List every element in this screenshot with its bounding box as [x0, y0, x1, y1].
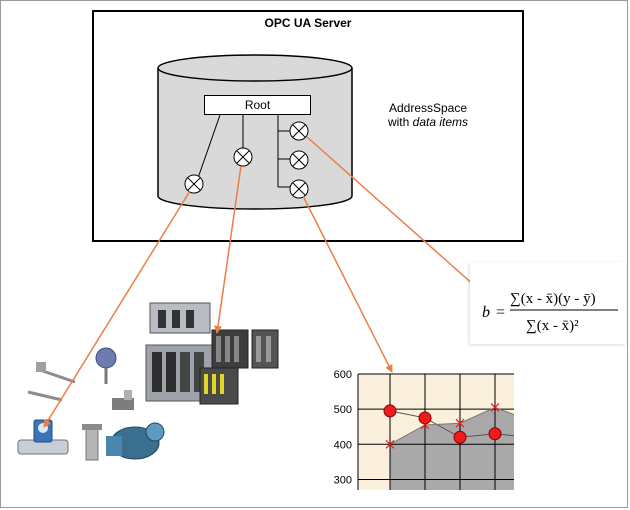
- chart-point-x-marker: [385, 439, 395, 449]
- data-items-text: data items: [412, 115, 469, 129]
- chart-point-circle: [488, 427, 502, 441]
- data-item-node[interactable]: [289, 121, 309, 141]
- tree-lines: [197, 114, 292, 188]
- formula-equals: =: [496, 304, 505, 321]
- chart-point-x-marker: [490, 402, 500, 412]
- chart-y-tick-label: 600: [334, 369, 352, 381]
- line-chart: 600 500 400 300: [328, 362, 529, 490]
- arrow-to-plc-hardware: [214, 165, 242, 334]
- data-item-node[interactable]: [289, 179, 309, 199]
- chart-point-circle: [418, 411, 432, 425]
- chart-y-tick-label: 400: [334, 439, 352, 451]
- formula-lhs: b: [482, 304, 490, 321]
- arrow-to-field-devices: [43, 190, 191, 428]
- arrow-to-chart: [302, 195, 393, 373]
- formula-numerator: ∑(x - x̄)(y - ȳ): [510, 291, 596, 307]
- data-item-node[interactable]: [289, 150, 309, 170]
- root-node[interactable]: Root: [204, 95, 311, 115]
- formula-svg: b = ∑(x - x̄)(y - ȳ) ∑(x - x̄)²: [482, 291, 618, 334]
- field-devices-illustration: [17, 347, 165, 461]
- plc-hardware-illustration: [145, 302, 279, 405]
- chart-point-x-marker: [455, 418, 465, 428]
- chart-y-tick-label: 300: [334, 474, 352, 486]
- address-space-line2: with data items: [387, 115, 469, 129]
- chart-y-tick-label: 500: [334, 404, 352, 416]
- data-item-node[interactable]: [184, 174, 204, 194]
- data-item-node[interactable]: [233, 147, 253, 167]
- chart-svg: 600 500 400 300: [334, 369, 529, 490]
- server-title: OPC UA Server: [264, 16, 352, 30]
- arrow-to-formula: [306, 136, 485, 295]
- regression-formula: b = ∑(x - x̄)(y - ȳ) ∑(x - x̄)²: [470, 262, 626, 344]
- chart-point-circle: [383, 404, 397, 418]
- chart-point-circle: [453, 430, 467, 444]
- connection-arrows: [43, 136, 485, 428]
- address-space-label: AddressSpace with data items: [380, 101, 476, 129]
- address-space-line1: AddressSpace: [388, 101, 468, 115]
- formula-denominator: ∑(x - x̄)²: [526, 318, 579, 334]
